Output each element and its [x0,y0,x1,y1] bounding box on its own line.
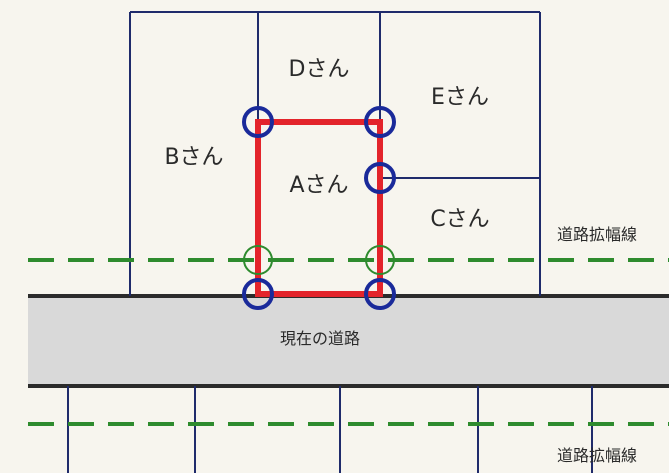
lower-lot-lines [67,386,593,473]
label-e: Eさん [431,85,489,110]
widening-markers [243,245,395,275]
widening-marker-left [243,245,273,275]
boundary-marker-bottom-left [242,278,274,310]
label-b: Bさん [164,145,223,170]
label-widening-lower: 道路拡幅線 [557,446,637,465]
boundary-marker-top-right [364,106,396,138]
label-c: Cさん [430,207,489,232]
label-a: Aさん [289,173,348,198]
parcel-a-boundary [255,119,383,297]
widening-marker-right [365,245,395,275]
boundary-marker-bottom-right [364,278,396,310]
label-d: Dさん [289,57,350,82]
boundary-marker-mid-right [364,162,396,194]
label-current-road: 現在の道路 [280,329,360,348]
boundary-markers [242,106,396,310]
boundary-marker-top-left [242,106,274,138]
current-road-area [28,296,669,386]
label-widening-upper: 道路拡幅線 [557,225,637,244]
